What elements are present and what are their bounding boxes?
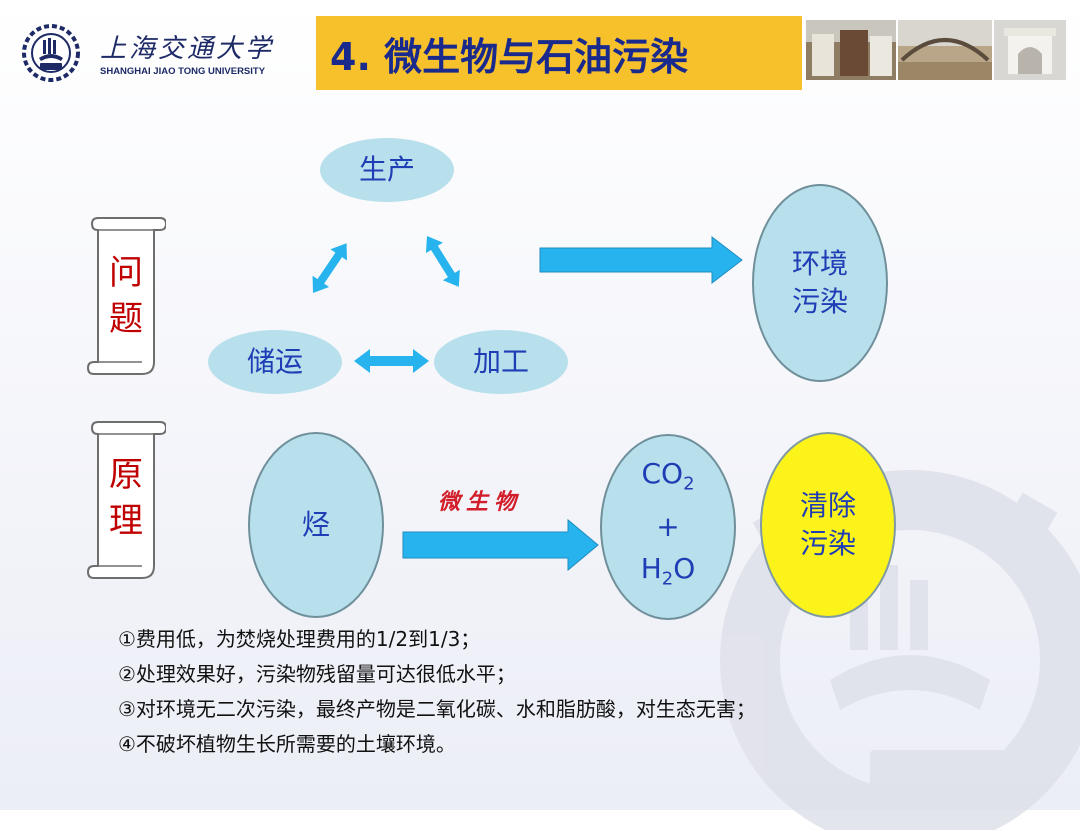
arrow-label-microbe: 微生物 xyxy=(438,489,523,515)
node-hydrocarbon-label: 烃 xyxy=(301,508,330,541)
university-name-cn: 上海交通大学 xyxy=(100,34,275,64)
node-products-h2o: H2O xyxy=(640,552,696,590)
node-products: CO2 + H2O xyxy=(600,434,736,620)
scroll-principle-label: 原理 xyxy=(109,455,143,541)
list-item: ③对环境无二次污染，最终产物是二氧化碳、水和脂肪酸，对生态无害； xyxy=(118,697,756,721)
node-products-co2: CO2 xyxy=(641,457,695,495)
university-logo xyxy=(22,24,80,82)
scroll-problem-label: 问题 xyxy=(109,253,143,339)
node-transport-label: 储运 xyxy=(246,345,303,378)
node-products-plus: + xyxy=(656,510,680,543)
slide-title-text: 4. 微生物与石油污染 xyxy=(330,34,689,79)
advantages-list: ①费用低，为焚烧处理费用的1/2到1/3； ②处理效果好，污染物残留量可达很低水… xyxy=(118,622,756,762)
list-item: ④不破坏植物生长所需要的土壤环境。 xyxy=(118,732,456,756)
scroll-problem-frame xyxy=(86,217,166,375)
node-processing-label: 加工 xyxy=(472,345,529,378)
node-clear-line1: 清除 xyxy=(799,489,856,522)
node-clear-pollution: 清除 污染 xyxy=(760,432,896,618)
arrow-hydrocarbon-to-products xyxy=(402,518,599,572)
node-production-label: 生产 xyxy=(358,153,415,186)
node-clear-line2: 污染 xyxy=(799,527,856,560)
list-item: ②处理效果好，污染物残留量可达很低水平； xyxy=(118,662,516,686)
scroll-principle-frame xyxy=(86,421,166,579)
university-name-en: SHANGHAI JIAO TONG UNIVERSITY xyxy=(100,66,266,77)
flow-arrows xyxy=(304,230,743,572)
node-hydrocarbon: 烃 xyxy=(248,432,384,618)
campus-photo-gate xyxy=(994,20,1066,80)
arrow-production-processing xyxy=(418,230,468,293)
arrow-to-environment-pollution xyxy=(539,235,743,285)
node-environment-line1: 环境 xyxy=(791,247,848,280)
campus-photo-bridge xyxy=(898,20,992,80)
node-environment-pollution: 环境 污染 xyxy=(752,184,888,382)
list-item: ①费用低，为焚烧处理费用的1/2到1/3； xyxy=(118,627,481,651)
slide-title: 4. 微生物与石油污染 xyxy=(316,16,802,90)
node-transport: 储运 xyxy=(208,330,342,394)
campus-photo-lions xyxy=(806,20,896,80)
arrow-transport-processing xyxy=(354,349,429,373)
node-environment-line2: 污染 xyxy=(791,285,848,318)
node-processing: 加工 xyxy=(434,330,568,394)
arrow-production-transport xyxy=(304,237,355,299)
node-production: 生产 xyxy=(320,138,454,202)
